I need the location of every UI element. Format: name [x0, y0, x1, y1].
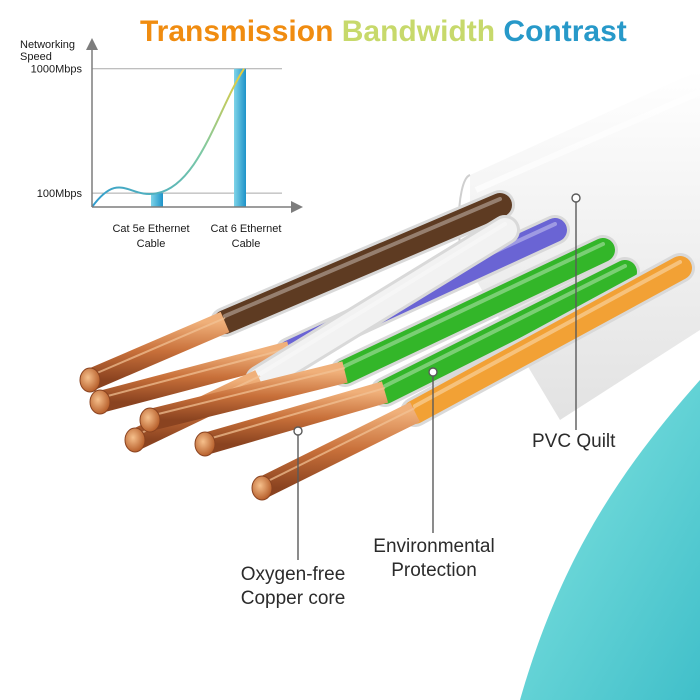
callout-leaders [293, 193, 581, 560]
wire-highlight [343, 242, 605, 368]
copper-core-end [251, 475, 273, 501]
copper-strand-highlight [99, 347, 291, 399]
wire-highlight [223, 197, 502, 318]
copper-core-end [89, 389, 111, 415]
copper-strand-highlight [204, 387, 386, 441]
y-tick-label: 100Mbps [37, 188, 83, 200]
wire-insulation [373, 260, 637, 404]
y-tick-label: 1000Mbps [31, 64, 83, 76]
x-category-label: Cable [137, 238, 166, 250]
x-category-label: Cat 6 Ethernet [211, 223, 282, 235]
wire-insulation [248, 218, 517, 392]
copper-core-end [79, 367, 101, 393]
x-category-label: Cable [232, 238, 261, 250]
wire-insulation [403, 256, 692, 424]
wire [79, 190, 515, 393]
wire-highlight [413, 260, 682, 408]
y-axis-title: Speed [20, 51, 52, 63]
wire-highlight [258, 222, 507, 376]
teal-background-shape [520, 380, 700, 700]
page-title: Transmission Bandwidth Contrast [140, 12, 692, 52]
copper-strand-highlight [89, 317, 226, 377]
wire-insulation [213, 193, 512, 334]
copper-strands [85, 311, 230, 391]
copper-core-end [194, 431, 216, 457]
environmental-protection-line-1: Environmental [373, 536, 495, 557]
bar [151, 193, 163, 207]
wire [139, 235, 618, 433]
wire-highlight [383, 264, 627, 388]
copper-strands [201, 381, 389, 455]
copper-strand-highlight [149, 367, 346, 417]
wire-bundle [79, 190, 695, 501]
copper-strand-highlight [261, 407, 416, 485]
chart-bars [151, 68, 246, 207]
copper-strands [147, 361, 348, 431]
copper-core-end [139, 407, 161, 433]
speed-trend-curve [91, 68, 245, 208]
copper-core-line-2: Copper core [240, 588, 346, 609]
chart-gridlines [92, 68, 282, 194]
bar [234, 68, 246, 207]
copper-strands [257, 402, 420, 498]
title-word: Contrast [495, 15, 627, 48]
environmental-protection-line-2: Protection [391, 560, 477, 581]
title-word: Transmission [140, 15, 334, 48]
copper-strands [97, 341, 293, 413]
environmental-protection-label: Environmental Protection [360, 535, 508, 583]
y-axis-title: Networking [20, 39, 75, 51]
title-word: Bandwidth [333, 15, 496, 48]
copper-core-line-1: Oxygen-free [240, 564, 346, 585]
x-category-label: Cat 5e Ethernet [112, 223, 189, 235]
wire [251, 253, 695, 501]
wire-insulation [333, 238, 615, 384]
pvc-quilt-label: PVC Quilt [532, 431, 616, 452]
wire [194, 257, 640, 457]
copper-core-end [124, 427, 146, 453]
copper-core-label: Oxygen-free Copper core [230, 563, 356, 611]
